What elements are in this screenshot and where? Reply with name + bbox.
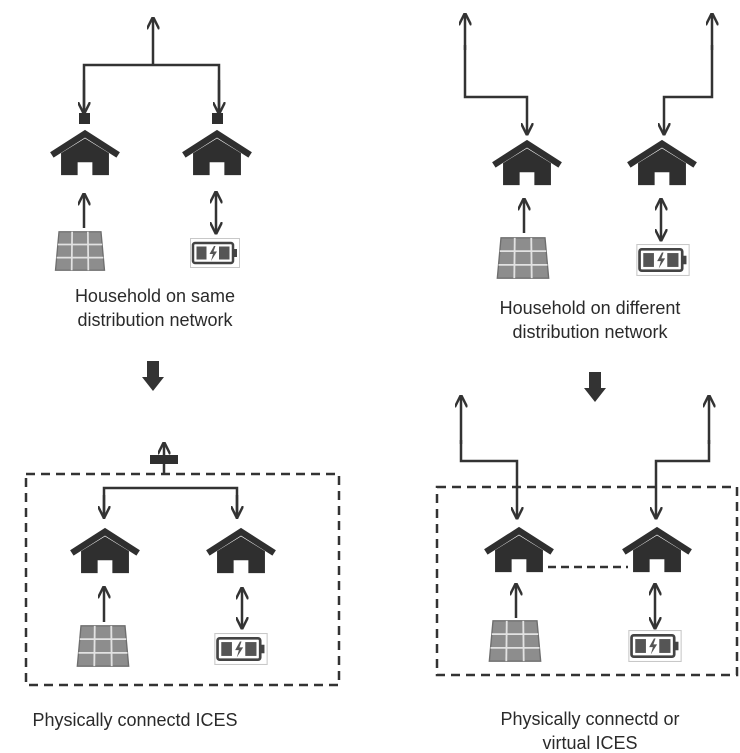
physical-ices-text: Physically connectd ICES	[32, 710, 238, 730]
battery-icon	[635, 243, 691, 277]
meter-icon	[79, 113, 90, 124]
battery-icon	[627, 629, 683, 663]
top-left-group	[52, 18, 250, 272]
house-icon	[72, 532, 138, 573]
physical-or-virtual-line2: virtual ICES	[542, 733, 638, 753]
house-icon	[52, 134, 118, 175]
different-network-label: Household on different distribution netw…	[450, 296, 730, 344]
shared-meter-icon	[150, 455, 178, 464]
bottom-left-group	[24, 443, 341, 687]
different-network-line2: distribution network	[512, 322, 668, 342]
physical-or-virtual-ices-label: Physically connectd or virtual ICES	[450, 707, 730, 753]
same-network-line2: distribution network	[77, 310, 233, 330]
house-icon	[184, 134, 250, 175]
physical-or-virtual-line1: Physically connectd or	[500, 709, 680, 729]
feeder-line-a	[463, 45, 527, 134]
shared-feeder-line	[82, 63, 221, 116]
feeder-line-a	[459, 440, 517, 518]
feeder-line-b	[664, 45, 714, 134]
ices-boundary	[24, 472, 341, 687]
solar-panel-icon	[76, 624, 130, 668]
transition-arrow-icon	[584, 372, 606, 402]
bottom-right-group	[435, 396, 739, 677]
feeder-line-b	[656, 440, 711, 518]
battery-icon	[213, 632, 269, 666]
house-icon	[208, 532, 274, 573]
solar-panel-icon	[488, 619, 542, 663]
house-icon	[494, 144, 560, 185]
house-icon	[629, 144, 695, 185]
transition-arrow-icon	[142, 361, 164, 391]
battery-icon	[189, 237, 241, 269]
meter-icon	[212, 113, 223, 124]
ices-boundary	[435, 485, 739, 677]
same-network-label: Household on same distribution network	[20, 284, 290, 332]
solar-panel-icon	[496, 236, 550, 280]
solar-panel-icon	[54, 230, 106, 272]
house-icon	[624, 531, 690, 572]
different-network-line1: Household on different	[499, 298, 681, 318]
shared-feeder-line	[102, 486, 239, 519]
same-network-line1: Household on same	[74, 286, 236, 306]
top-right-group	[463, 14, 714, 280]
house-icon	[486, 531, 552, 572]
physical-ices-label: Physically connectd ICES	[0, 708, 270, 732]
